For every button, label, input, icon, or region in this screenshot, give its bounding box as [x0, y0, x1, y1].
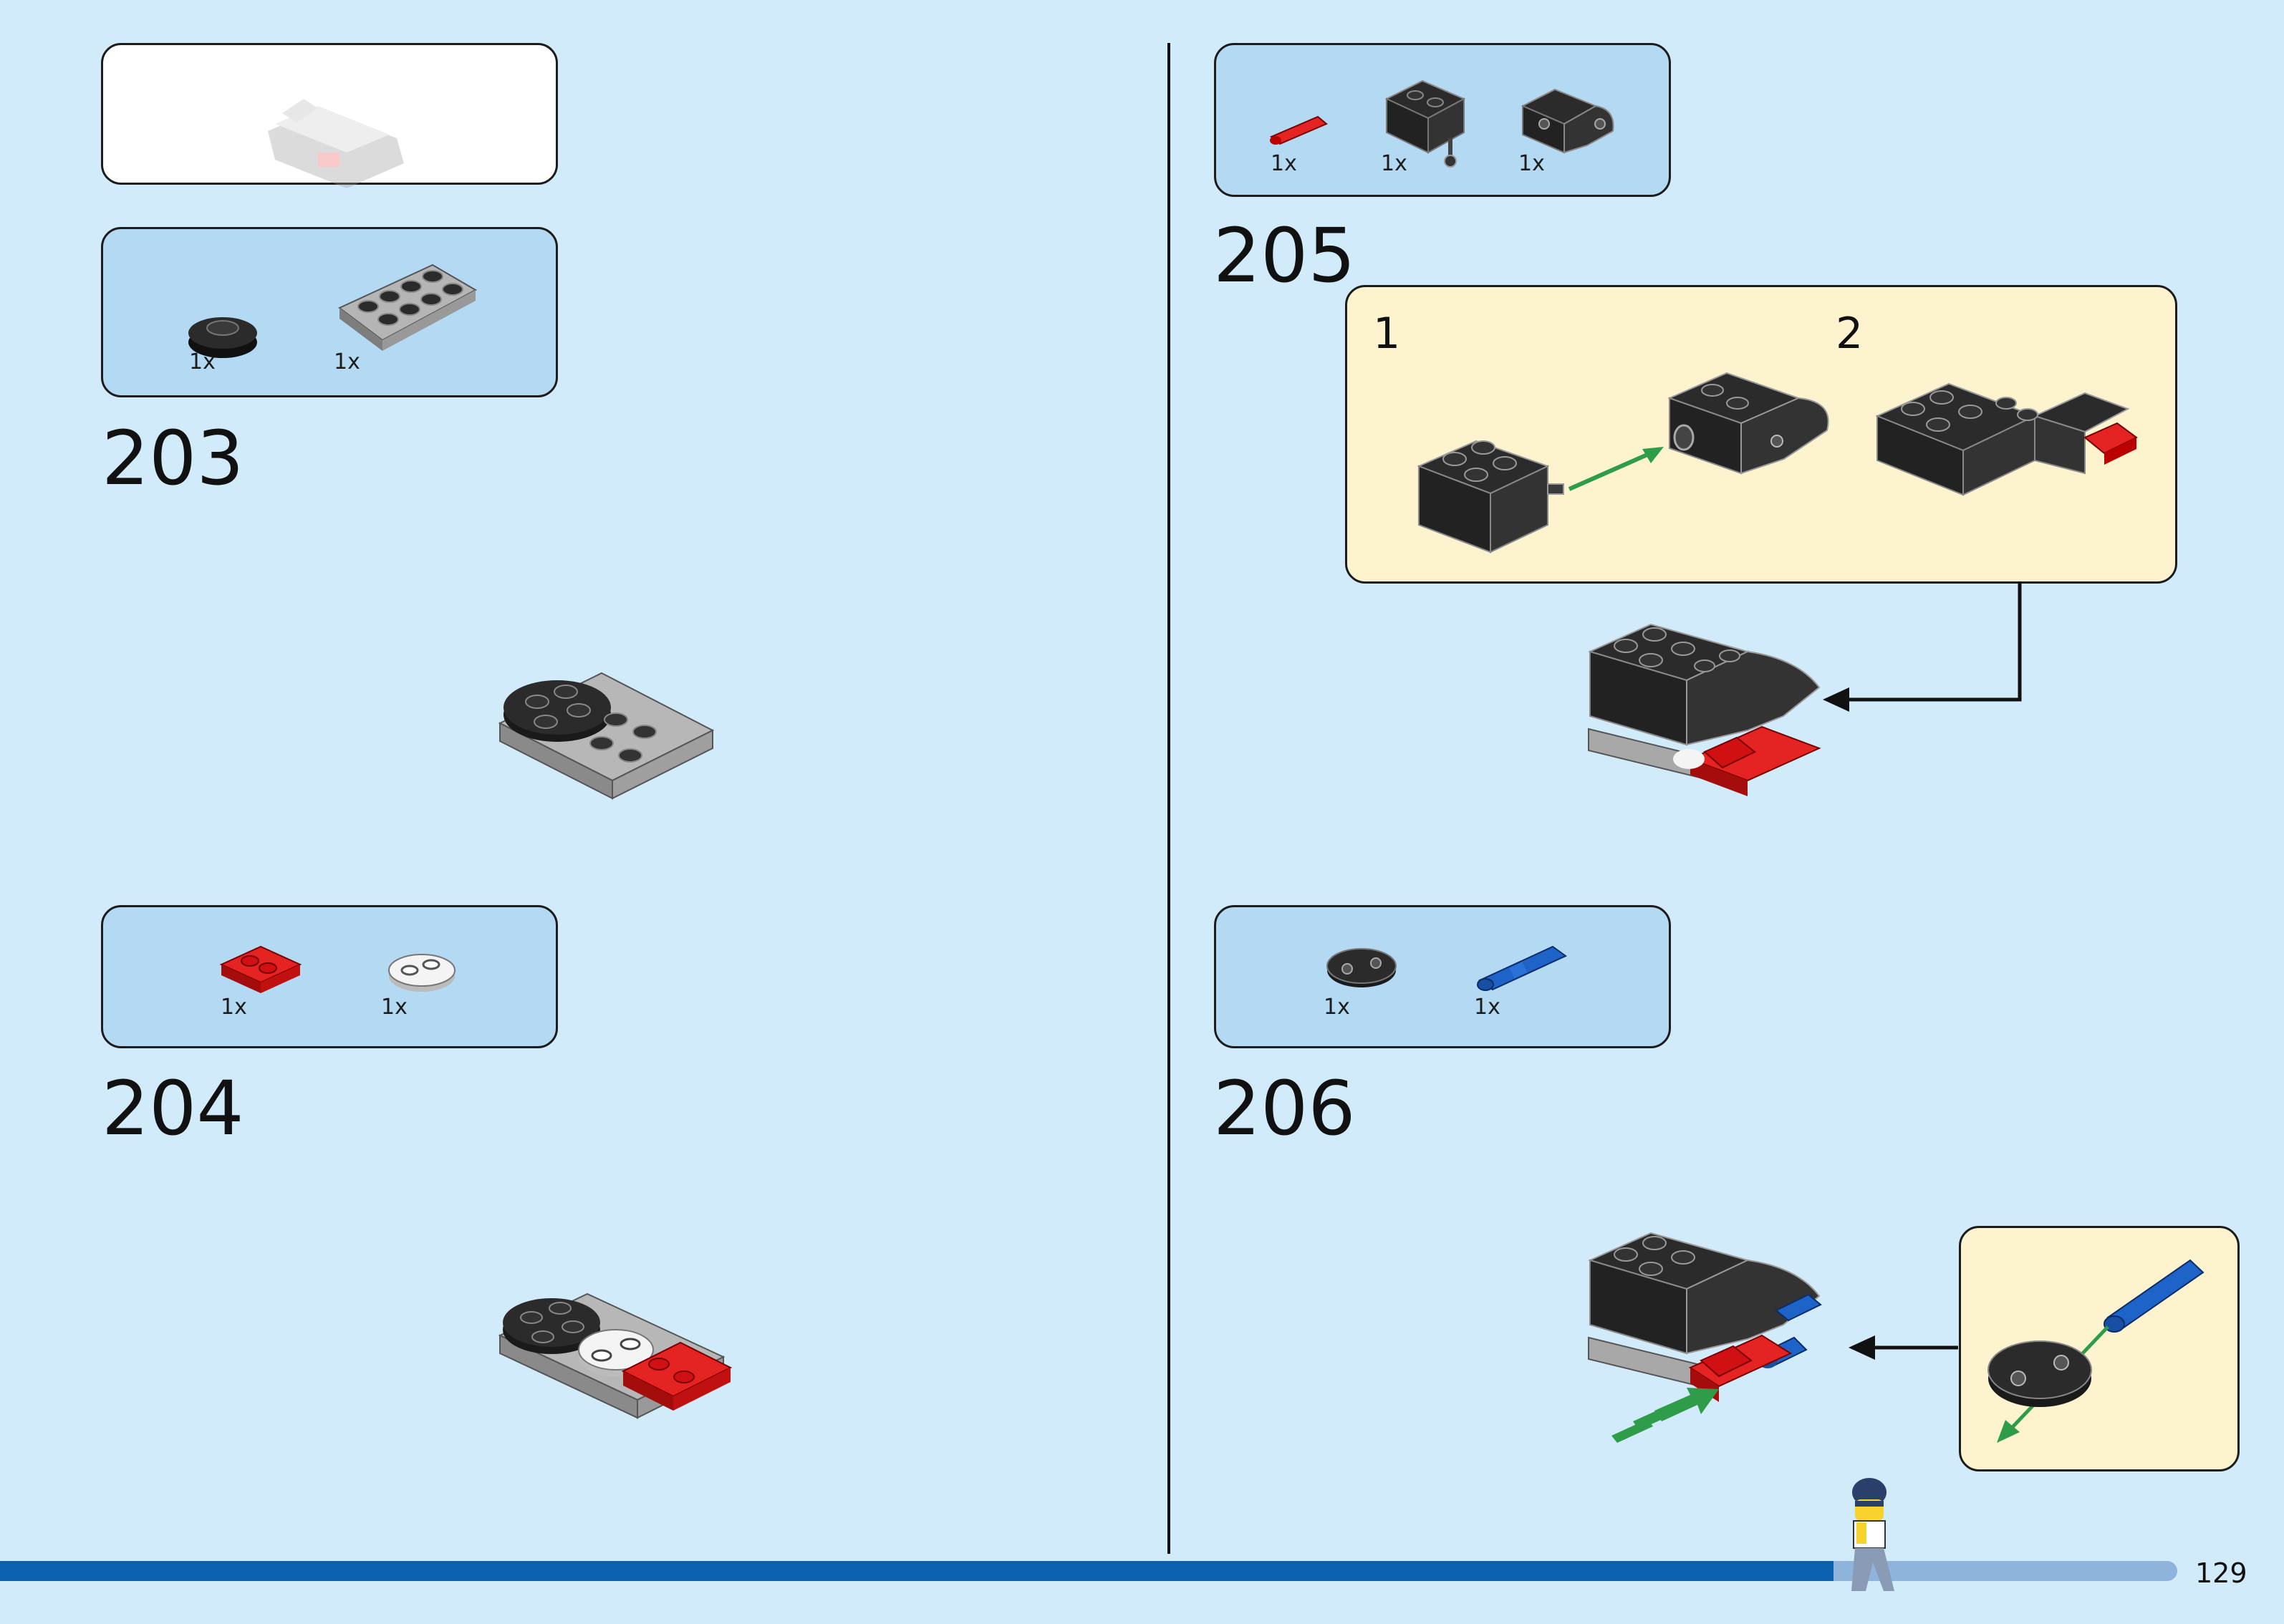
step-number: 203 [102, 415, 244, 502]
qty-label: 1x [1474, 995, 1500, 1020]
gray-plate-2x4-icon [338, 264, 478, 351]
page-number: 129 [2195, 1557, 2247, 1589]
step-number: 205 [1213, 212, 1356, 299]
qty-label: 1x [381, 995, 408, 1020]
qty-label: 1x [1324, 995, 1350, 1020]
white-plate-icon [388, 954, 456, 992]
round-plate-black-icon [188, 317, 257, 358]
step-205-subassembly-callout: 1 2 [1345, 285, 2177, 584]
qty-label: 1x [221, 995, 247, 1020]
step-number: 204 [102, 1065, 244, 1152]
substep-2-illustration [1875, 382, 2138, 496]
qty-label: 1x [1271, 151, 1297, 176]
black-technic-liftarm-brick-icon [1521, 88, 1614, 154]
bottom-progress-bar [0, 1561, 1834, 1581]
callout-connector-arrow [1823, 581, 2022, 712]
page-divider [1167, 43, 1170, 1554]
step-204-parts-box: 1x 1x [101, 905, 558, 1048]
step-206-subassembly-callout [1959, 1226, 2240, 1471]
step-205-parts-box: 1x 1x 1x [1214, 43, 1671, 197]
qty-label: 1x [189, 349, 216, 374]
blue-pin-icon [1477, 945, 1567, 991]
step-203-model-illustration [498, 672, 715, 800]
black-liftarm-icon [1326, 948, 1397, 987]
qty-label: 1x [1381, 151, 1407, 176]
black-technic-brick-axle-icon [1384, 79, 1466, 168]
step-203-parts-box: 1x 1x [101, 227, 558, 397]
step-205-model-illustration [1588, 623, 1821, 796]
red-pin-icon [1270, 115, 1328, 145]
substep-label: 2 [1836, 309, 1864, 359]
step-204-model-illustration [498, 1292, 733, 1419]
previous-model-callout [101, 43, 558, 188]
qty-label: 1x [1518, 151, 1545, 176]
minifigure-icon [1851, 1478, 1894, 1591]
step-number: 206 [1213, 1065, 1356, 1152]
callout-connector-arrow [1849, 1335, 1958, 1360]
liftarm-pin-insert-illustration [1987, 1259, 2205, 1443]
red-plate-icon [219, 945, 302, 993]
step-206-model-illustration [1588, 1232, 1822, 1443]
qty-label: 1x [334, 349, 360, 374]
faded-model-preview-icon [268, 99, 404, 188]
step-206-parts-box: 1x 1x [1214, 905, 1671, 1048]
substep-label: 1 [1373, 309, 1401, 359]
substep-1-illustration [1417, 372, 1829, 554]
